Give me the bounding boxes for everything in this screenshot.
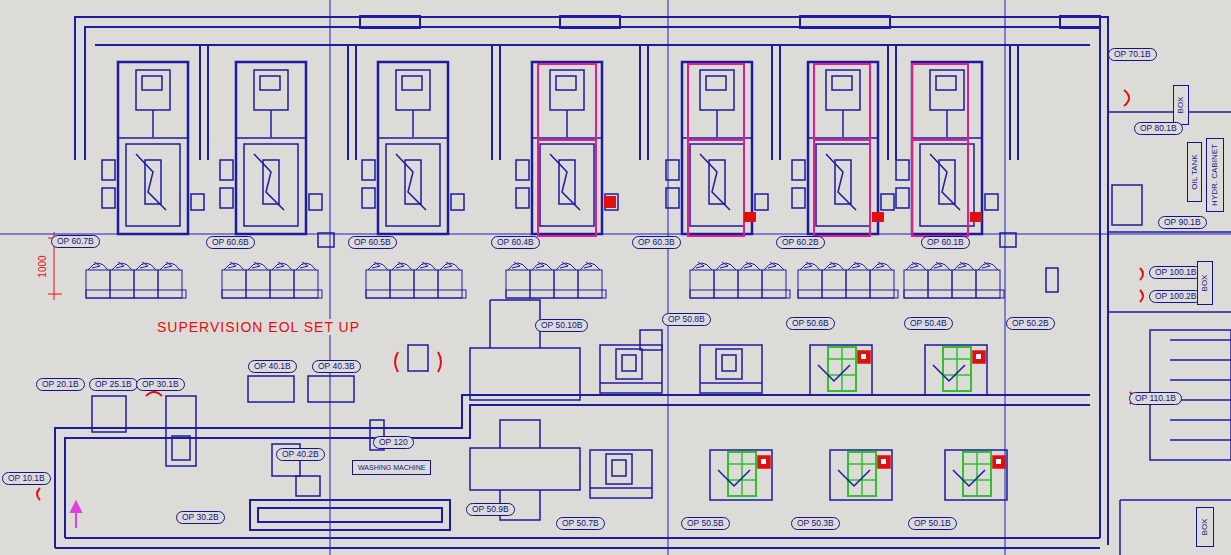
station-tag: OP 60.2B <box>776 236 825 249</box>
station-tag: OP 80.1B <box>1134 122 1183 135</box>
operator-rows <box>86 262 1004 298</box>
label-text: OP 80.1B <box>1140 123 1177 133</box>
station-tag: OP 40.2B <box>276 448 325 461</box>
label-text: OIL TANK <box>1190 154 1200 189</box>
station-tag: OP 110.1B <box>1129 392 1182 405</box>
label-text: BOX <box>1200 519 1210 536</box>
label-text: OP 110.1B <box>1135 393 1176 403</box>
station-tag: OP 60.4B <box>491 236 540 249</box>
label-text: OP 50.1B <box>914 518 951 528</box>
equipment-box: BOX <box>1173 85 1189 125</box>
label-text: OP 40.3B <box>318 361 355 371</box>
lower-conveyor <box>55 395 1100 548</box>
label-text: OP 100.2B <box>1155 291 1196 301</box>
station-tag: OP 50.7B <box>556 517 605 530</box>
label-text: OP 50.2B <box>1012 318 1049 328</box>
label-text: OP 60.1B <box>927 237 964 247</box>
equipment-box: WASHING MACHINE <box>352 460 431 475</box>
label-text: OP 50.9B <box>472 504 509 514</box>
station-tag: OP 40.3B <box>312 360 361 373</box>
equipment-box: HYDR. CABINET <box>1206 138 1224 212</box>
lower-equipment <box>92 300 762 520</box>
label-text: OP 90.1B <box>1164 217 1201 227</box>
station-tag: OP 50.9B <box>466 503 515 516</box>
station-tag: OP 30.2B <box>176 511 225 524</box>
flow-arrow <box>71 502 81 528</box>
label-text: OP 50.3B <box>797 518 834 528</box>
dimension-value: 1000 <box>37 253 48 279</box>
equipment-box: OIL TANK <box>1187 142 1202 202</box>
label-text: OP 60.7B <box>57 236 94 246</box>
station-tag: OP 50.3B <box>791 517 840 530</box>
label-text: OP 70.1B <box>1114 49 1151 59</box>
label-text: WASHING MACHINE <box>358 464 425 471</box>
label-text: OP 60.5B <box>354 237 391 247</box>
label-text: OP 30.1B <box>142 379 179 389</box>
station-tag: OP 50.8B <box>662 313 711 326</box>
area-title: SUPERVISION EOL SET UP <box>155 319 362 335</box>
label-text: OP 40.2B <box>282 449 319 459</box>
label-text: OP 60.6B <box>212 237 249 247</box>
label-text: OP 60.2B <box>782 237 819 247</box>
station-tag: OP 50.2B <box>1006 317 1055 330</box>
station-tag: OP 40.1B <box>248 360 297 373</box>
label-text: BOX <box>1176 97 1186 114</box>
station-tag: OP 60.6B <box>206 236 255 249</box>
label-text: BOX <box>1200 275 1210 292</box>
station-tag: OP 120 <box>373 436 414 449</box>
label-text: OP 40.1B <box>254 361 291 371</box>
equipment-box: BOX <box>1197 261 1213 305</box>
station-tag: OP 10.1B <box>2 472 51 485</box>
assembly-stations <box>102 62 998 236</box>
station-tag: OP 30.1B <box>136 378 185 391</box>
station-tag: OP 60.3B <box>632 236 681 249</box>
label-text: OP 20.1B <box>42 379 79 389</box>
label-text: OP 30.2B <box>182 512 219 522</box>
equipment-box: BOX <box>1196 507 1214 547</box>
label-text: OP 60.4B <box>497 237 534 247</box>
station-tag: OP 60.5B <box>348 236 397 249</box>
station-tag: OP 50.1B <box>908 517 957 530</box>
station-tag: OP 25.1B <box>89 378 138 391</box>
station-tag: OP 50.10B <box>535 319 588 332</box>
station-tag: OP 70.1B <box>1108 48 1157 61</box>
station-tag: OP 90.1B <box>1158 216 1207 229</box>
label-text: OP 25.1B <box>95 379 132 389</box>
label-text: OP 120 <box>379 437 408 447</box>
station-tag: OP 100.2B <box>1149 290 1202 303</box>
label-text: OP 50.7B <box>562 518 599 528</box>
station-tag: OP 100.1B <box>1149 266 1202 279</box>
station-tag: OP 50.6B <box>786 317 835 330</box>
door-marks <box>37 90 1143 500</box>
right-annex <box>1108 112 1231 555</box>
label-text: OP 50.10B <box>541 320 582 330</box>
label-text: OP 60.3B <box>638 237 675 247</box>
station-tag: OP 20.1B <box>36 378 85 391</box>
label-text: HYDR. CABINET <box>1210 144 1220 206</box>
station-tag: OP 50.5B <box>681 517 730 530</box>
label-text: OP 50.8B <box>668 314 705 324</box>
station-tag: OP 50.4B <box>904 317 953 330</box>
label-text: OP 50.4B <box>910 318 947 328</box>
label-text: OP 10.1B <box>8 473 45 483</box>
station-tag: OP 60.7B <box>51 235 100 248</box>
conveyor <box>75 16 1108 545</box>
label-text: OP 100.1B <box>1155 267 1196 277</box>
test-stations <box>710 345 1007 500</box>
station-tag: OP 60.1B <box>921 236 970 249</box>
label-text: OP 50.5B <box>687 518 724 528</box>
label-text: OP 50.6B <box>792 318 829 328</box>
